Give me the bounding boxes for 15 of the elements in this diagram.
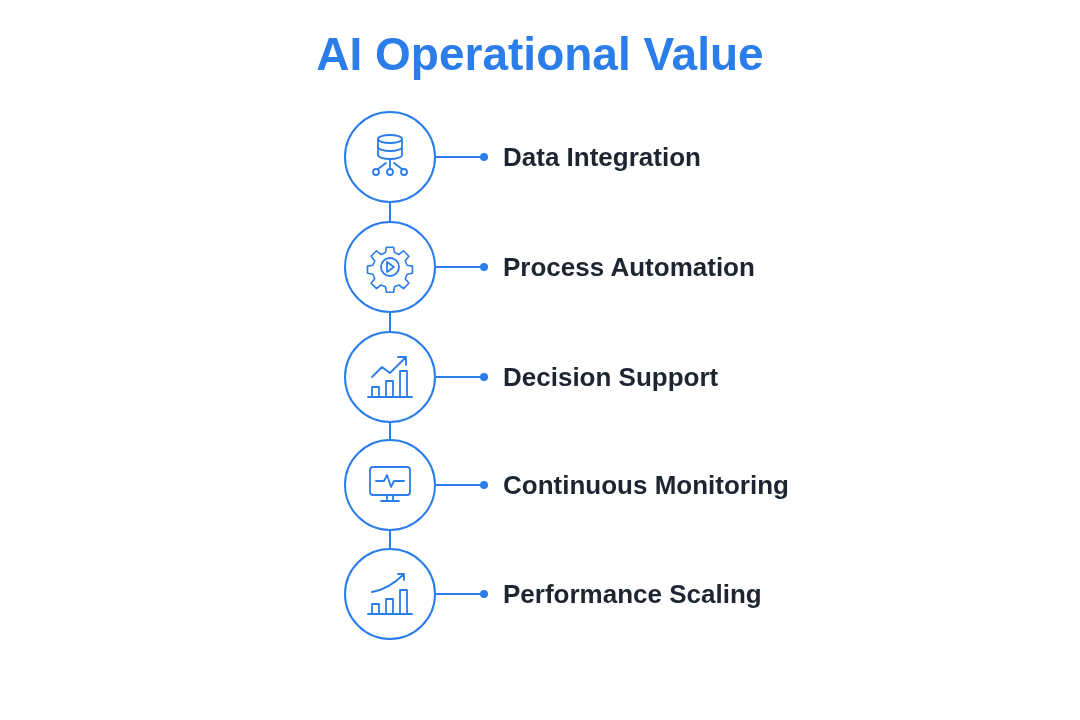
connector-line (389, 202, 391, 222)
step-label: Data Integration (503, 140, 701, 174)
leader-line (435, 263, 488, 271)
step-label: Process Automation (503, 250, 755, 284)
step-label: Performance Scaling (503, 577, 762, 611)
connector-line (389, 422, 391, 440)
leader-line (435, 373, 488, 381)
leader-line (435, 153, 488, 161)
connector-line (389, 312, 391, 332)
title: AI Operational Value (315, 27, 765, 82)
leader-line (435, 481, 488, 489)
step-label: Decision Support (503, 360, 719, 394)
connector-line (389, 530, 391, 549)
leader-line (435, 590, 488, 598)
step-label: Continuous Monitoring (503, 468, 789, 502)
